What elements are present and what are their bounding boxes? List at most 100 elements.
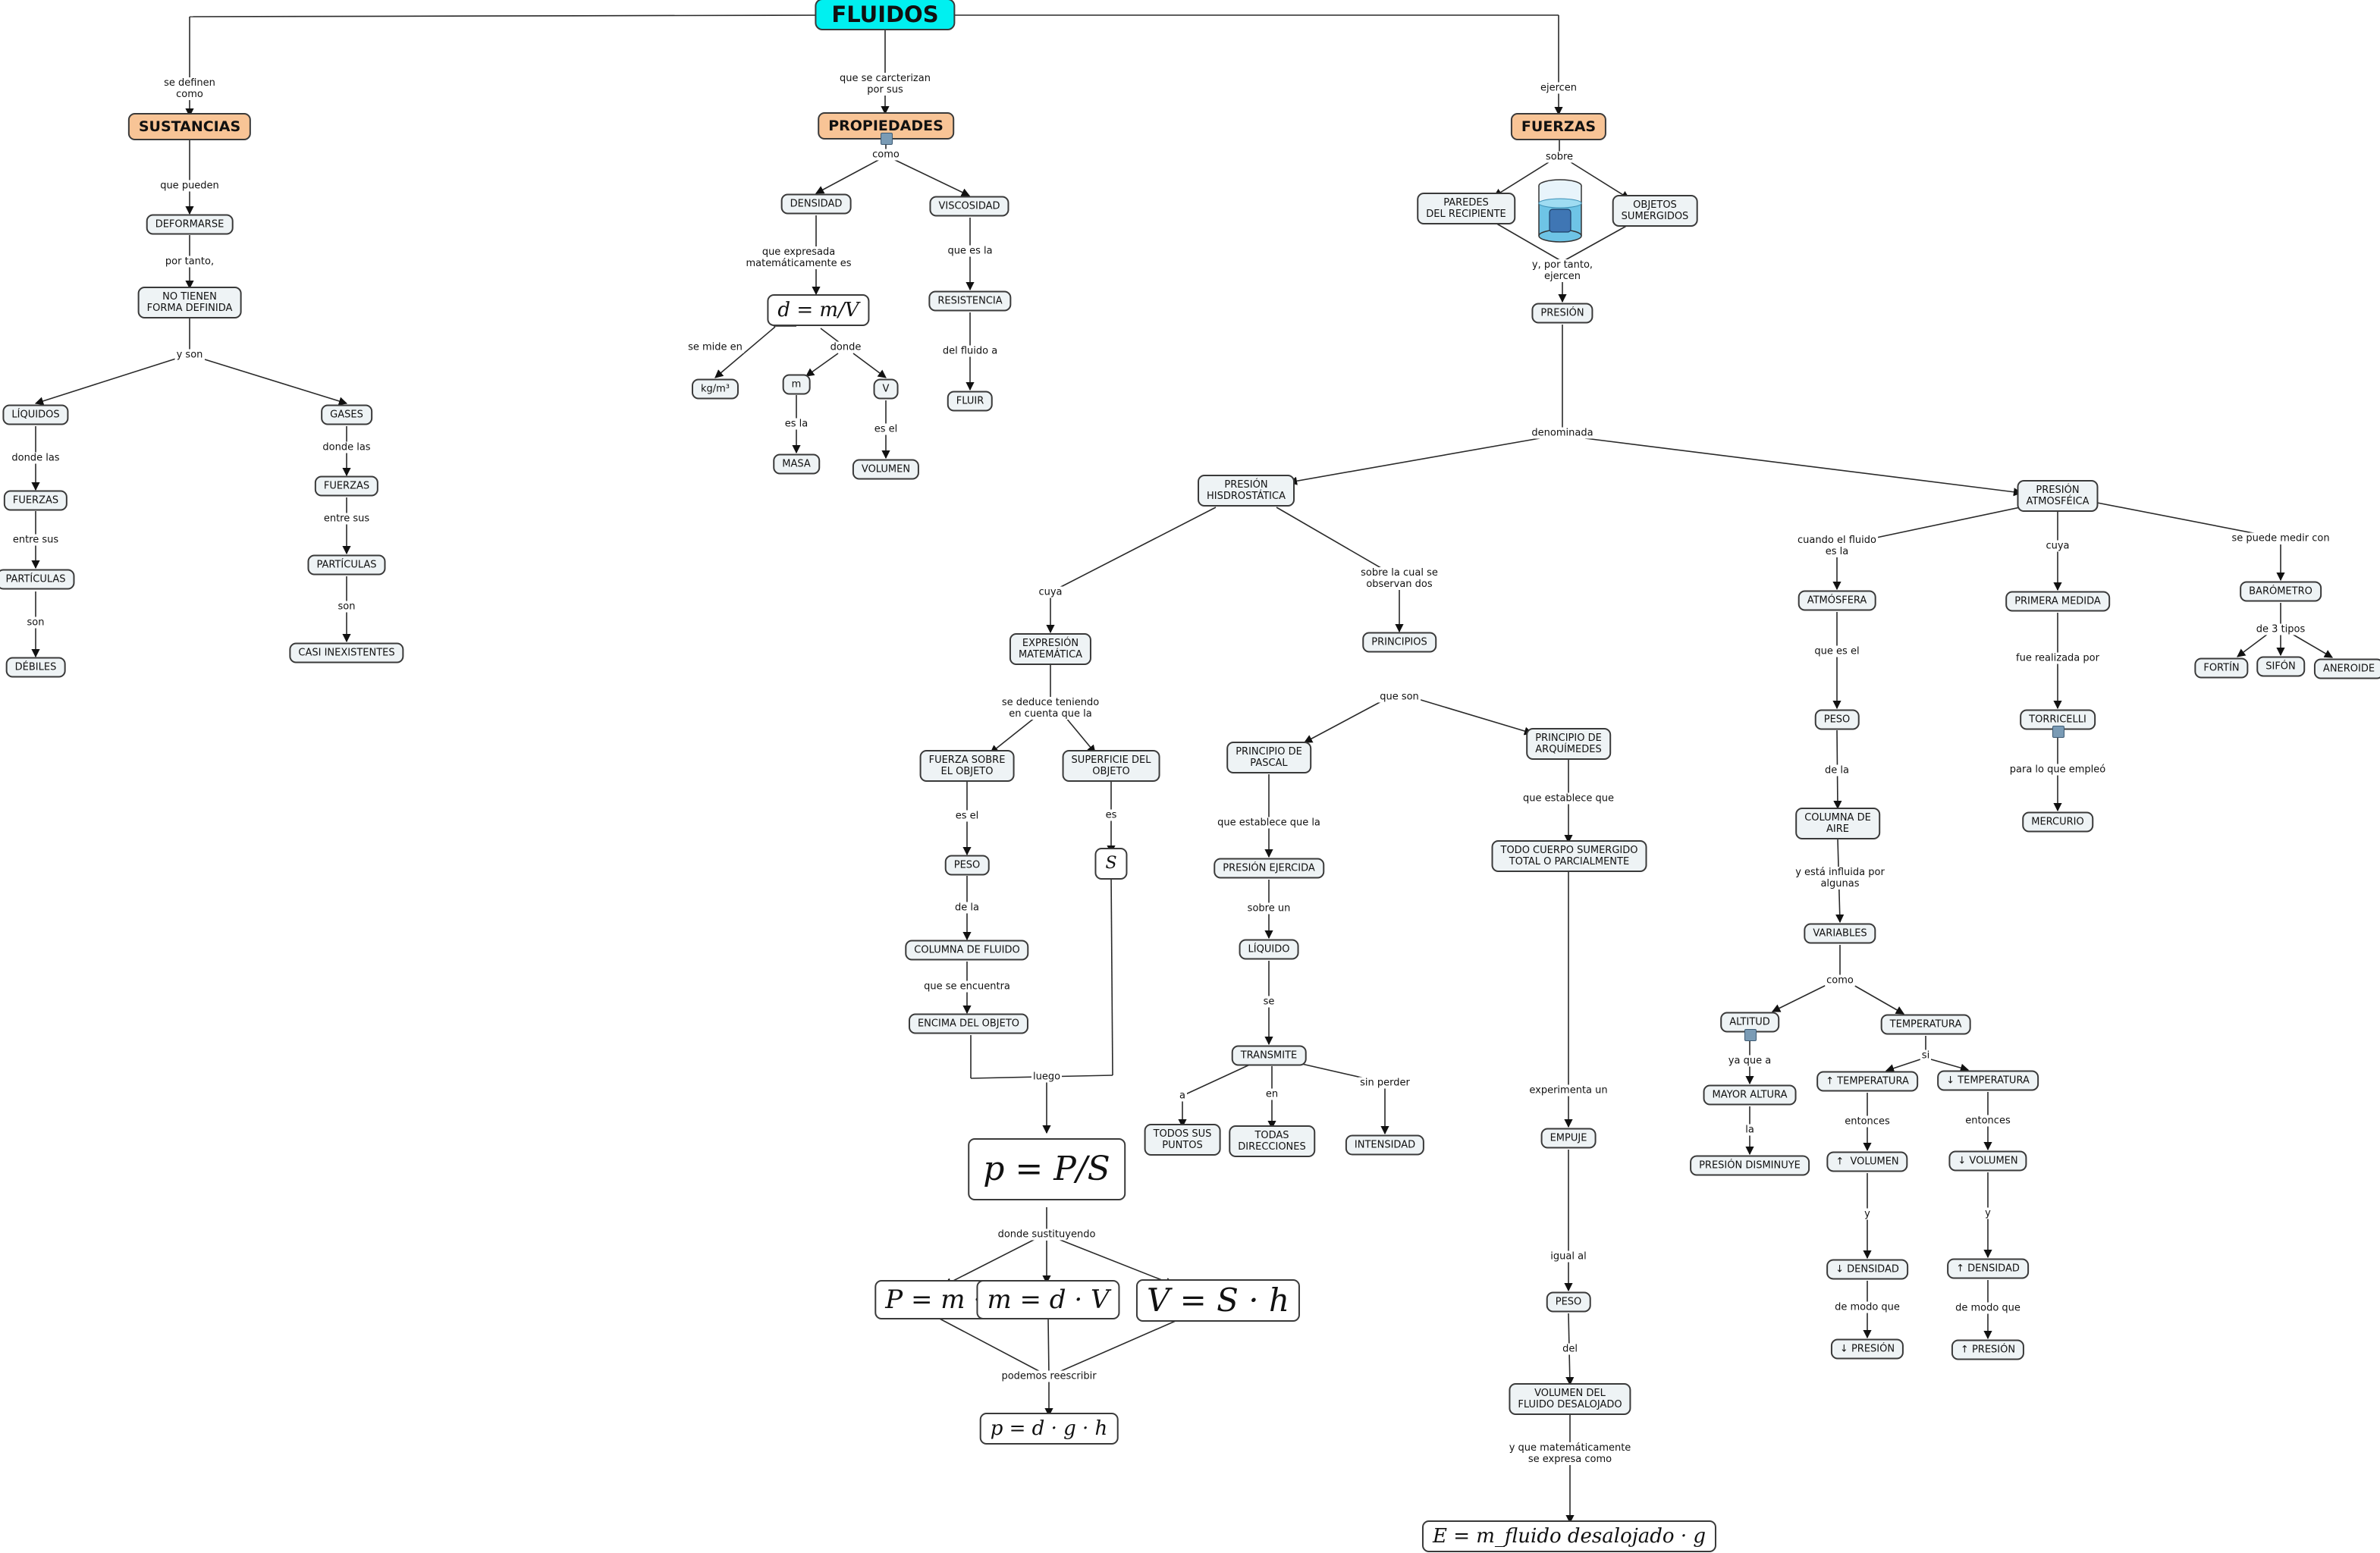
node-presion-ejercida[interactable]: PRESIÓN EJERCIDA xyxy=(1214,858,1324,879)
node-columna-fluido[interactable]: COLUMNA DE FLUIDO xyxy=(905,940,1029,961)
node-intensidad[interactable]: INTENSIDAD xyxy=(1345,1134,1425,1156)
link-label: cuya xyxy=(1037,586,1064,598)
node-principio-pascal[interactable]: PRINCIPIO DE PASCAL xyxy=(1226,742,1311,773)
node-fluidos[interactable]: FLUIDOS xyxy=(815,0,956,30)
node-up-volumen[interactable]: ↑ VOLUMEN xyxy=(1826,1151,1908,1172)
node-no-tienen-forma[interactable]: NO TIENEN FORMA DEFINIDA xyxy=(137,287,242,318)
link-label: y son xyxy=(174,349,205,361)
formula-empuje[interactable]: E = m_fluido desalojado · g xyxy=(1421,1520,1717,1552)
node-superficie-objeto[interactable]: SUPERFICIE DEL OBJETO xyxy=(1062,750,1160,782)
node-presion-disminuye[interactable]: PRESIÓN DISMINUYE xyxy=(1690,1155,1810,1176)
link-label: ejercen xyxy=(1538,82,1579,94)
node-sifon[interactable]: SIFÓN xyxy=(2256,656,2305,677)
node-masa[interactable]: MASA xyxy=(773,453,820,475)
link-label: que son xyxy=(1378,691,1421,703)
link-label: del fluido a xyxy=(940,345,1000,357)
node-atmosfera[interactable]: ATMÓSFERA xyxy=(1798,590,1876,611)
node-primera-medida[interactable]: PRIMERA MEDIDA xyxy=(2005,591,2110,612)
node-casi-inexistentes[interactable]: CASI INEXISTENTES xyxy=(289,642,404,664)
node-volumen[interactable]: VOLUMEN xyxy=(852,459,920,480)
node-up-densidad[interactable]: ↑ DENSIDAD xyxy=(1947,1258,2029,1279)
link-label: que pueden xyxy=(159,180,221,192)
link-label: de la xyxy=(953,902,981,914)
node-fuerzas[interactable]: FUERZAS xyxy=(1510,113,1607,140)
node-principios[interactable]: PRINCIPIOS xyxy=(1362,632,1436,653)
link-label: y está influida por algunas xyxy=(1794,867,1886,889)
attachment-icon[interactable] xyxy=(2052,726,2064,738)
node-particulas-liquidos[interactable]: PARTÍCULAS xyxy=(0,569,75,590)
node-todas-direcciones[interactable]: TODAS DIRECCIONES xyxy=(1229,1125,1315,1157)
node-mayor-altura[interactable]: MAYOR ALTURA xyxy=(1703,1084,1797,1106)
node-sustancias[interactable]: SUSTANCIAS xyxy=(127,113,252,140)
connector-line xyxy=(1048,1320,1176,1377)
node-densidad[interactable]: DENSIDAD xyxy=(780,193,852,215)
node-todo-cuerpo[interactable]: TODO CUERPO SUMERGIDO TOTAL O PARCIALMEN… xyxy=(1491,840,1647,872)
link-label: en xyxy=(1264,1088,1280,1100)
link-label: cuando el fluido es la xyxy=(1796,535,1878,557)
node-peso-arquimedes[interactable]: PESO xyxy=(1546,1291,1591,1313)
node-kg-m3[interactable]: kg/m³ xyxy=(691,378,739,400)
node-up-temperatura[interactable]: ↑ TEMPERATURA xyxy=(1816,1071,1918,1092)
node-fuerzas-gases[interactable]: FUERZAS xyxy=(314,475,379,497)
node-todos-puntos[interactable]: TODOS SUS PUNTOS xyxy=(1144,1124,1221,1156)
link-label: que se encuentra xyxy=(922,980,1012,993)
link-label: se mide en xyxy=(686,341,744,353)
link-label: luego xyxy=(1031,1071,1063,1083)
node-presion-atmosferica[interactable]: PRESIÓN ATMOSFÉICA xyxy=(2017,480,2099,512)
node-principio-arquimedes[interactable]: PRINCIPIO DE ARQUÍMEDES xyxy=(1526,728,1611,760)
connector-line xyxy=(2291,633,2333,658)
link-label: fue realizada por xyxy=(2014,652,2101,664)
node-aneroide[interactable]: ANEROIDE xyxy=(2313,658,2380,679)
node-fuerza-sobre-objeto[interactable]: FUERZA SOBRE EL OBJETO xyxy=(919,750,1015,782)
node-encima-objeto[interactable]: ENCIMA DEL OBJETO xyxy=(908,1013,1029,1034)
node-debiles[interactable]: DÉBILES xyxy=(5,657,66,678)
node-barometro[interactable]: BARÓMETRO xyxy=(2240,581,2322,602)
node-m[interactable]: m xyxy=(782,374,811,395)
node-fuerzas-liquidos[interactable]: FUERZAS xyxy=(3,490,68,511)
connector-line xyxy=(1930,1059,1970,1072)
node-empuje[interactable]: EMPUJE xyxy=(1540,1128,1597,1149)
node-particulas-gases[interactable]: PARTÍCULAS xyxy=(307,554,386,576)
formula-volumen[interactable]: V = S · h xyxy=(1135,1279,1301,1322)
connector-line xyxy=(1562,224,1630,262)
node-presion[interactable]: PRESIÓN xyxy=(1531,303,1593,324)
formula-densidad[interactable]: d = m/V xyxy=(767,294,870,326)
node-mercurio[interactable]: MERCURIO xyxy=(2022,811,2093,833)
node-down-densidad[interactable]: ↓ DENSIDAD xyxy=(1826,1259,1908,1280)
node-volumen-desalojado[interactable]: VOLUMEN DEL FLUIDO DESALOJADO xyxy=(1509,1383,1631,1415)
node-transmite[interactable]: TRANSMITE xyxy=(1231,1045,1307,1066)
link-label: donde las xyxy=(321,441,372,453)
node-liquidos[interactable]: LÍQUIDOS xyxy=(2,404,69,425)
link-label: donde las xyxy=(10,452,61,464)
node-presion-hidrostatica[interactable]: PRESIÓN HISDROSTÁTICA xyxy=(1198,475,1295,507)
node-v[interactable]: V xyxy=(873,378,899,400)
link-label: que establece que la xyxy=(1216,817,1322,829)
node-down-volumen[interactable]: ↓ VOLUMEN xyxy=(1948,1150,2027,1172)
node-fluir[interactable]: FLUIR xyxy=(947,391,994,412)
node-down-temperatura[interactable]: ↓ TEMPERATURA xyxy=(1937,1070,2039,1091)
node-temperatura[interactable]: TEMPERATURA xyxy=(1880,1014,1971,1035)
node-peso-atmosfera[interactable]: PESO xyxy=(1814,709,1860,730)
node-liquido[interactable]: LÍQUIDO xyxy=(1239,939,1299,960)
connector-line xyxy=(990,717,1036,754)
attachment-icon[interactable] xyxy=(881,133,893,145)
node-deformarse[interactable]: DEFORMARSE xyxy=(146,214,234,235)
node-paredes-recipiente[interactable]: PAREDES DEL RECIPIENTE xyxy=(1417,193,1515,224)
node-fortin[interactable]: FORTÍN xyxy=(2194,657,2249,679)
node-down-presion[interactable]: ↓ PRESIÓN xyxy=(1830,1338,1904,1360)
attachment-icon[interactable] xyxy=(1744,1029,1757,1041)
node-s[interactable]: S xyxy=(1094,848,1128,880)
node-objetos-sumergidos[interactable]: OBJETOS SUMERGIDOS xyxy=(1612,195,1698,227)
node-up-presion[interactable]: ↑ PRESIÓN xyxy=(1951,1339,2025,1360)
node-resistencia[interactable]: RESISTENCIA xyxy=(928,290,1012,312)
node-viscosidad[interactable]: VISCOSIDAD xyxy=(929,196,1009,217)
link-label: para lo que empleó xyxy=(2008,764,2108,776)
formula-presion-final[interactable]: p = d · g · h xyxy=(979,1413,1119,1445)
node-gases[interactable]: GASES xyxy=(321,404,372,425)
formula-masa[interactable]: m = d · V xyxy=(976,1280,1120,1319)
node-expresion-matematica[interactable]: EXPRESIÓN MATEMÁTICA xyxy=(1009,633,1092,665)
node-peso-hidrostatica[interactable]: PESO xyxy=(944,855,990,876)
node-variables[interactable]: VARIABLES xyxy=(1804,923,1876,944)
node-columna-aire[interactable]: COLUMNA DE AIRE xyxy=(1795,808,1880,839)
formula-presion[interactable]: p = P/S xyxy=(968,1138,1126,1200)
